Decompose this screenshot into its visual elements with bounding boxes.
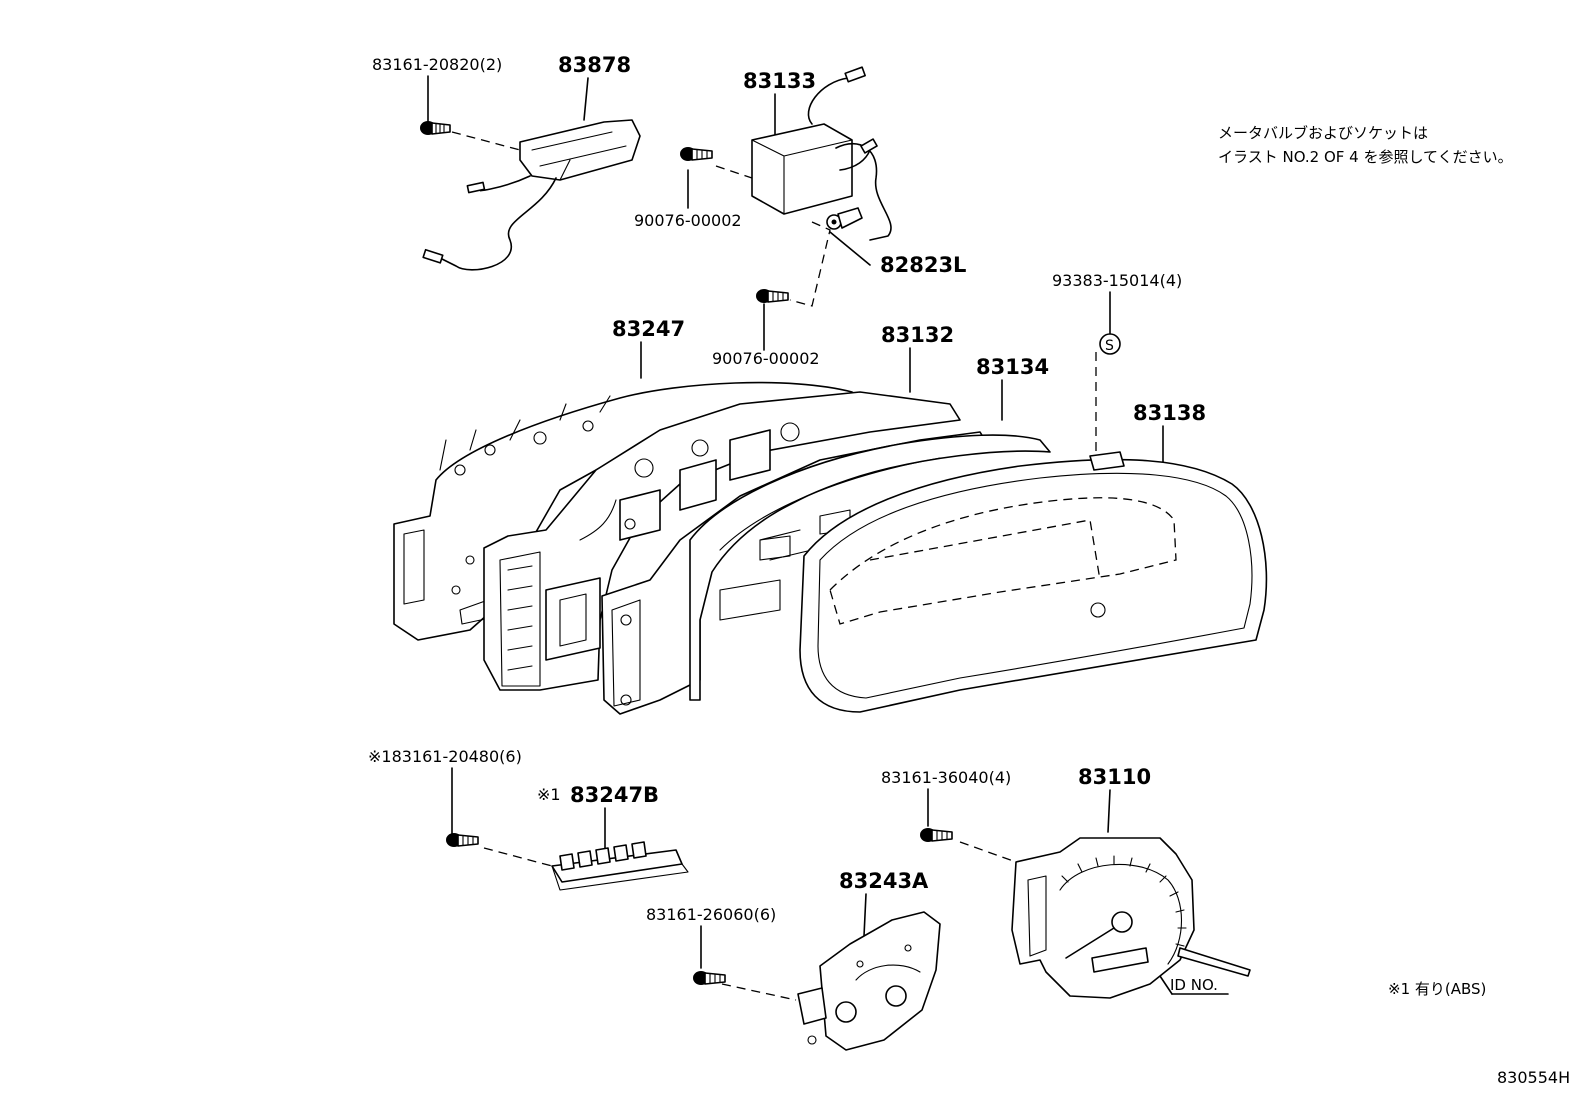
label-83247B: 83247B: [570, 783, 659, 807]
bulb-socket-row: [559, 841, 647, 871]
label-83247: 83247: [612, 317, 685, 341]
svg-text:S: S: [1105, 338, 1114, 354]
screw-icon-83161-26060: [693, 971, 726, 985]
s-symbol-icon: S: [1099, 333, 1121, 355]
label-83133: 83133: [743, 69, 816, 93]
label-83134: 83134: [976, 355, 1049, 379]
label-83161-20820: 83161-20820(2): [372, 55, 502, 74]
document-id: 830554H: [1497, 1068, 1570, 1087]
label-90076-00002-upper: 90076-00002: [634, 211, 742, 230]
screw-icon-83161-20480: [446, 833, 479, 847]
part-82823L-clamp: [826, 207, 863, 230]
label-83243A: 83243A: [839, 869, 929, 893]
label-83161-36040: 83161-36040(4): [881, 768, 1011, 787]
note-line-1: メータバルブおよびソケットは: [1218, 124, 1428, 142]
gauge-ticks: [1061, 855, 1187, 947]
label-83110: 83110: [1078, 765, 1151, 789]
footnote-abs: ※1 有り(ABS): [1388, 980, 1486, 998]
label-83132: 83132: [881, 323, 954, 347]
label-82823L: 82823L: [880, 253, 966, 277]
label-83161-20480: ※183161-20480(6): [368, 747, 522, 766]
screw-icon-83161-20820: [420, 121, 451, 135]
label-83138: 83138: [1133, 401, 1206, 425]
screw-icon-90076-00002-lower: [756, 289, 789, 303]
label-83878: 83878: [558, 53, 631, 77]
label-93383-15014: 93383-15014(4): [1052, 271, 1182, 290]
label-83161-26060: 83161-26060(6): [646, 905, 776, 924]
id-no-label: ID NO.: [1170, 976, 1218, 994]
label-83247B-mark: ※1: [537, 785, 561, 804]
part-83247B-board: [551, 841, 689, 891]
part-83110-meter: [1011, 837, 1251, 999]
part-83133-module: [751, 66, 892, 241]
part-inner-frame: [483, 391, 961, 691]
note-line-2: イラスト NO.2 OF 4 を参照してください。: [1218, 148, 1513, 166]
label-90076-00002-lower: 90076-00002: [712, 349, 820, 368]
part-83134-panel: [689, 434, 1051, 701]
assembly-dashed-lines: [451, 131, 1097, 1001]
part-83878-sensor: [422, 119, 641, 271]
screw-icon-90076-00002-upper: [680, 147, 713, 161]
part-83243A-gauge: [797, 911, 941, 1051]
part-83138-lens: [799, 451, 1268, 713]
screw-icon-83161-36040: [920, 828, 953, 842]
